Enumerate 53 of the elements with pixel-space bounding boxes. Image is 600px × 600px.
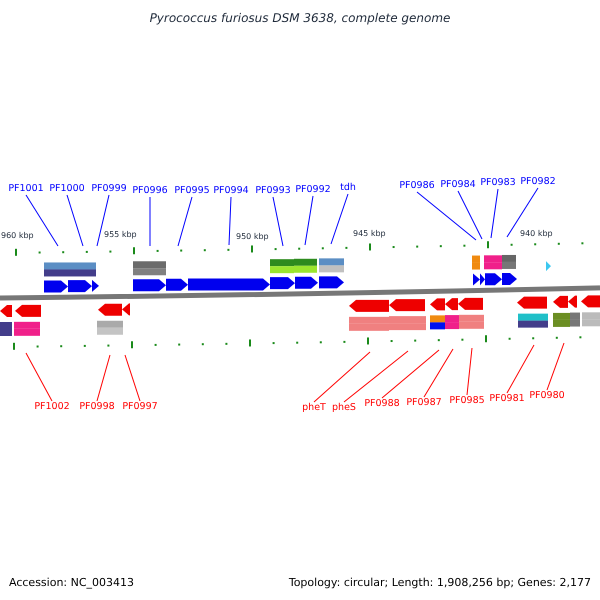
gene-label: PF0985 — [449, 394, 485, 407]
gene-label: PF0981 — [489, 392, 525, 405]
leader-line — [26, 194, 58, 246]
scale-label: 940 kbp — [520, 228, 553, 240]
gene-label: PF0994 — [213, 184, 249, 197]
gene-label: PF0986 — [399, 179, 435, 192]
scale-label: 955 kbp — [104, 229, 137, 241]
scale-label: 945 kbp — [353, 228, 386, 240]
gene-label: pheT — [302, 401, 326, 414]
leader-line — [272, 196, 284, 246]
gene-label: PF0992 — [295, 183, 331, 196]
gene-label: PF1001 — [8, 182, 44, 195]
gene-label: PF0980 — [529, 389, 565, 402]
leader-line — [314, 352, 370, 402]
leader-line — [96, 354, 110, 402]
leader-line — [66, 194, 84, 246]
leader-line — [382, 350, 440, 398]
leader-line — [466, 348, 472, 396]
leader-line — [304, 196, 314, 246]
scale-label: 960 kbp — [1, 230, 34, 242]
gene-label: PF0982 — [520, 175, 556, 188]
gene-label: PF0983 — [480, 176, 516, 189]
leader-line — [506, 188, 538, 238]
genome-summary-text: Topology: circular; Length: 1,908,256 bp; Genes: 2,177 — [288, 575, 591, 591]
title: Pyrococcus furiosus DSM 3638, complete genome — [148, 10, 452, 27]
gene-label: PF0993 — [255, 184, 291, 197]
leader-line — [178, 196, 192, 246]
gene-label: PF1002 — [34, 400, 70, 413]
leader-line — [424, 348, 454, 398]
leader-line — [344, 350, 408, 402]
gene-label: PF1000 — [49, 182, 85, 195]
leader-line — [124, 354, 140, 402]
gene-label: PF0984 — [440, 178, 476, 191]
gene-label: PF0995 — [174, 184, 210, 197]
gene-label: PF0997 — [122, 400, 158, 413]
scale-label: 950 kbp — [236, 231, 269, 243]
leader-line — [546, 342, 564, 390]
gene-label: PF0996 — [132, 184, 168, 197]
leader-line — [458, 190, 482, 240]
gene-label: tdh — [340, 181, 356, 194]
leader-line — [330, 194, 348, 244]
accession-text: Accession: NC_003413 — [9, 575, 134, 591]
gene-label: PF0998 — [79, 400, 115, 413]
gene-label: pheS — [332, 401, 356, 414]
gene-label: PF0988 — [364, 397, 400, 410]
leader-line — [96, 194, 110, 246]
leader-line — [416, 192, 476, 240]
leader-line — [506, 344, 534, 394]
gene-label: PF0999 — [91, 182, 127, 195]
gene-label: PF0987 — [406, 396, 442, 409]
leader-line — [26, 352, 52, 402]
leader-line — [228, 196, 232, 246]
leader-line — [490, 188, 498, 238]
